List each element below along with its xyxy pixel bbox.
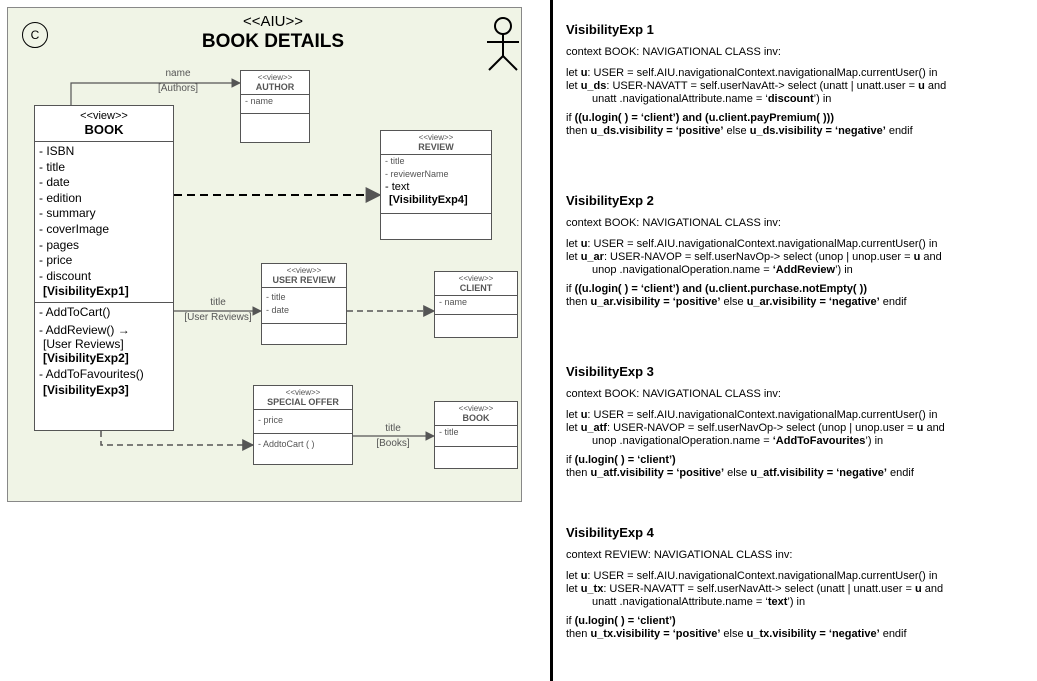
attribute: - price bbox=[258, 415, 284, 425]
class-user-review: <<view>> USER REVIEW - title - date bbox=[261, 263, 347, 345]
attribute: - discount bbox=[39, 268, 92, 283]
if-line: if ((u.login( ) = ‘client’) and (u.clien… bbox=[566, 112, 834, 124]
attribute: - name bbox=[245, 96, 274, 106]
if-line: if (u.login( ) = ‘client’) bbox=[566, 615, 676, 627]
then-line: then u_tx.visibility = ‘positive’ else u… bbox=[566, 628, 907, 640]
operation: - AddReview() → bbox=[39, 322, 130, 337]
class-stereotype: <<view>> bbox=[458, 404, 494, 413]
class-name: BOOK bbox=[462, 413, 490, 423]
attribute: - pages bbox=[39, 237, 80, 252]
user-actor-icon bbox=[487, 17, 519, 71]
then-line: then u_atf.visibility = ‘positive’ else … bbox=[566, 467, 914, 479]
visibility-expression-block: VisibilityExp 1 context BOOK: NAVIGATION… bbox=[566, 22, 1036, 138]
operation: - AddToCart() bbox=[39, 304, 111, 319]
class-stereotype: <<view>> bbox=[418, 133, 454, 142]
expression-title: VisibilityExp 1 bbox=[566, 22, 654, 37]
let-line: unatt .navigationalAttribute.name = ‘tex… bbox=[592, 596, 806, 608]
attribute: - title bbox=[385, 156, 405, 166]
context-line: context BOOK: NAVIGATIONAL CLASS inv: bbox=[566, 46, 781, 58]
let-line: unatt .navigationalAttribute.name = ‘dis… bbox=[592, 93, 832, 105]
class-stereotype: <<view>> bbox=[285, 388, 321, 397]
attribute: - reviewerName bbox=[385, 169, 449, 179]
attribute: - edition bbox=[39, 190, 82, 205]
diagram-title: BOOK DETAILS bbox=[201, 31, 345, 52]
dependency-book-special-offer bbox=[100, 431, 255, 451]
link-name-label: name bbox=[165, 68, 191, 79]
connectors bbox=[70, 17, 519, 451]
class-stereotype: <<view>> bbox=[458, 274, 494, 283]
class-stereotype: <<view>> bbox=[286, 266, 322, 275]
class-special-offer: <<view>> SPECIAL OFFER - price - AddtoCa… bbox=[253, 385, 353, 465]
class-name: AUTHOR bbox=[255, 82, 295, 92]
class-name: REVIEW bbox=[418, 142, 454, 152]
visibility-expression-block: VisibilityExp 4 context REVIEW: NAVIGATI… bbox=[566, 525, 1036, 641]
link-target-label: [Authors] bbox=[157, 83, 199, 94]
visibility-expression: [VisibilityExp4] bbox=[389, 194, 468, 206]
if-line: if (u.login( ) = ‘client’) bbox=[566, 454, 676, 466]
operation-target: [User Reviews] bbox=[43, 337, 124, 352]
link-name-label: title bbox=[210, 297, 226, 308]
let-line: let u_ds: USER-NAVATT = self.userNavAtt-… bbox=[566, 80, 947, 92]
aiu-stereotype: <<AIU>> bbox=[242, 13, 304, 30]
expression-title: VisibilityExp 2 bbox=[566, 193, 654, 208]
class-stereotype: <<view>> bbox=[257, 73, 293, 82]
class-name: CLIENT bbox=[459, 283, 493, 293]
visibility-expression-block: VisibilityExp 2 context BOOK: NAVIGATION… bbox=[566, 193, 1036, 309]
class-stereotype: <<view>> bbox=[80, 110, 128, 122]
class-review: <<view>> REVIEW - title - reviewerName -… bbox=[380, 130, 492, 240]
link-name-label: title bbox=[385, 423, 401, 434]
class-name: USER REVIEW bbox=[272, 275, 336, 285]
let-line: let u: USER = self.AIU.navigationalConte… bbox=[566, 238, 938, 250]
link-target-label: [Books] bbox=[376, 438, 410, 449]
context-line: context BOOK: NAVIGATIONAL CLASS inv: bbox=[566, 217, 781, 229]
attribute: - summary bbox=[39, 206, 96, 221]
visibility-expression: [VisibilityExp1] bbox=[43, 284, 129, 299]
let-line: let u_atf: USER-NAVOP = self.userNavOp->… bbox=[566, 422, 945, 434]
attribute: - coverImage bbox=[39, 221, 110, 236]
visibility-expressions-panel: VisibilityExp 1 context BOOK: NAVIGATION… bbox=[550, 0, 1037, 681]
let-line: let u: USER = self.AIU.navigationalConte… bbox=[566, 570, 938, 582]
operation: - AddToFavourites() bbox=[39, 367, 144, 382]
link-book-author bbox=[70, 78, 241, 105]
expression-title: VisibilityExp 4 bbox=[566, 525, 654, 540]
expression-title: VisibilityExp 3 bbox=[566, 364, 654, 379]
attribute: - date bbox=[266, 305, 290, 315]
attribute: - ISBN bbox=[39, 144, 75, 158]
context-line: context REVIEW: NAVIGATIONAL CLASS inv: bbox=[566, 549, 793, 561]
let-line: let u: USER = self.AIU.navigationalConte… bbox=[566, 67, 938, 79]
attribute: - date bbox=[39, 175, 70, 190]
visibility-expression: [VisibilityExp2] bbox=[43, 351, 129, 366]
attribute: - price bbox=[39, 253, 73, 268]
let-line: let u_ar: USER-NAVOP = self.userNavOp-> … bbox=[566, 251, 942, 263]
class-client: <<view>> CLIENT - name bbox=[434, 271, 518, 338]
class-name: SPECIAL OFFER bbox=[267, 397, 339, 407]
link-target-label: [User Reviews] bbox=[184, 312, 252, 323]
attribute: - name bbox=[439, 297, 468, 307]
let-line: unop .navigationalOperation.name = ‘AddT… bbox=[592, 435, 884, 447]
attribute: - text bbox=[385, 181, 410, 193]
visibility-expression-block: VisibilityExp 3 context BOOK: NAVIGATION… bbox=[566, 364, 1036, 480]
let-line: unop .navigationalOperation.name = ‘AddR… bbox=[592, 264, 853, 276]
let-line: let u: USER = self.AIU.navigationalConte… bbox=[566, 409, 938, 421]
attribute: - title bbox=[439, 427, 459, 437]
diagram-label: C bbox=[22, 22, 48, 48]
class-book-summary: <<view>> BOOK - title bbox=[434, 401, 518, 469]
operation: - AddtoCart ( ) bbox=[258, 439, 315, 449]
class-name: BOOK bbox=[84, 122, 124, 137]
class-book: <<view>> BOOK - ISBN - title - date - ed… bbox=[34, 105, 174, 431]
visibility-expression: [VisibilityExp3] bbox=[43, 382, 129, 397]
attribute: - title bbox=[39, 159, 66, 174]
then-line: then u_ds.visibility = ‘positive’ else u… bbox=[566, 125, 913, 137]
if-line: if ((u.login( ) = ‘client’) and (u.clien… bbox=[566, 283, 867, 295]
let-line: let u_tx: USER-NAVATT = self.userNavAtt-… bbox=[566, 583, 944, 595]
class-author: <<view>> AUTHOR - name bbox=[240, 70, 310, 143]
then-line: then u_ar.visibility = ‘positive’ else u… bbox=[566, 296, 907, 308]
attribute: - title bbox=[266, 292, 286, 302]
uml-diagram: C <<AIU>> BOOK DETAILS name [Authors] ti… bbox=[7, 7, 522, 502]
context-line: context BOOK: NAVIGATIONAL CLASS inv: bbox=[566, 388, 781, 400]
